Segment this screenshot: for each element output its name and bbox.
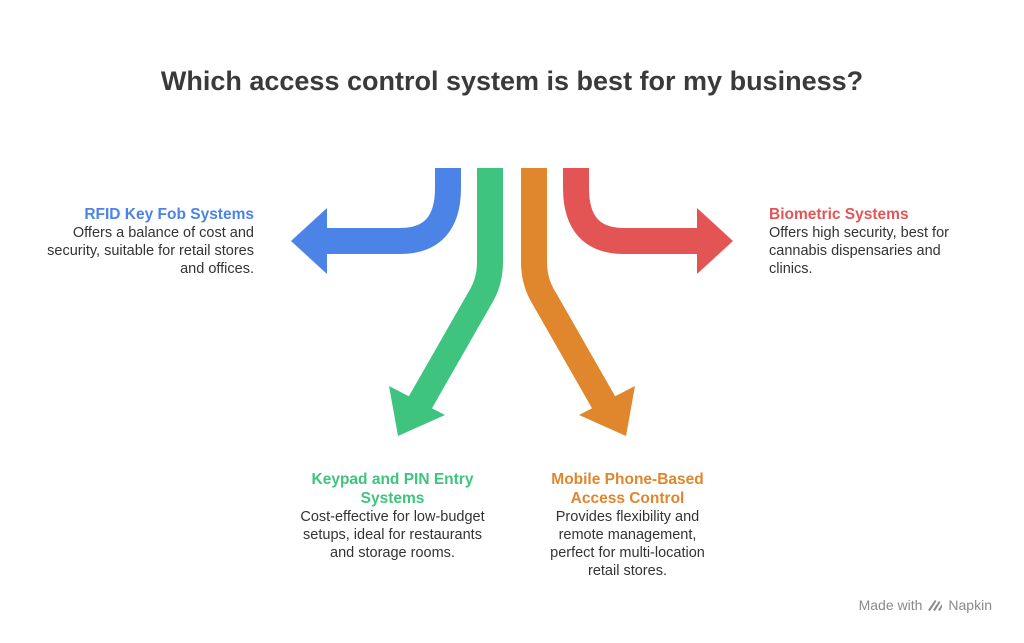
keypad-description: Cost-effective for low-budget setups, id… xyxy=(300,509,485,561)
mobile-arrow xyxy=(521,168,635,436)
rfid-title: RFID Key Fob Systems xyxy=(84,206,254,223)
rfid-arrow xyxy=(291,168,461,274)
mobile-title: Mobile Phone-Based Access Control xyxy=(551,471,704,507)
keypad-arrow xyxy=(389,168,503,436)
biometric-title: Biometric Systems xyxy=(769,206,909,223)
diagram-title: Which access control system is best for … xyxy=(160,66,864,96)
biometric-description: Offers high security, best for cannabis … xyxy=(769,225,949,277)
keypad-title: Keypad and PIN Entry Systems xyxy=(311,471,474,507)
biometric-arrow xyxy=(563,168,733,274)
rfid-option: RFID Key Fob Systems Offers a balance of… xyxy=(40,205,254,278)
mobile-description: Provides flexibility and remote manageme… xyxy=(550,509,705,579)
napkin-brand: Napkin xyxy=(948,597,992,613)
mobile-option: Mobile Phone-Based Access Control Provid… xyxy=(535,470,720,580)
keypad-option: Keypad and PIN Entry Systems Cost-effect… xyxy=(300,470,485,562)
made-with-napkin[interactable]: Made with Napkin xyxy=(859,597,992,613)
rfid-description: Offers a balance of cost and security, s… xyxy=(47,225,254,277)
biometric-option: Biometric Systems Offers high security, … xyxy=(769,205,969,278)
made-with-label: Made with xyxy=(858,597,923,613)
napkin-logo-icon xyxy=(928,600,943,611)
